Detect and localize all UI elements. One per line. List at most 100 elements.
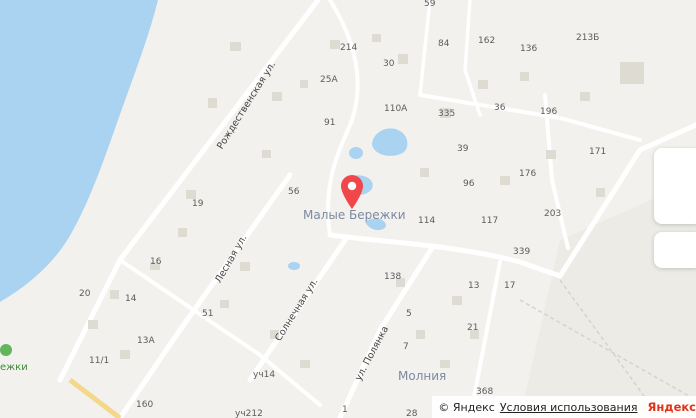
house-number: 196 xyxy=(540,107,558,117)
pond-north xyxy=(372,128,408,156)
road-south xyxy=(468,260,502,418)
pond-small xyxy=(349,147,363,159)
house-number: 91 xyxy=(324,118,336,128)
house-number: 51 xyxy=(202,309,214,319)
house-number: 110А xyxy=(384,104,408,114)
house-number: 160 xyxy=(136,400,154,410)
building xyxy=(620,62,644,84)
house-number: 19 xyxy=(192,199,204,209)
building xyxy=(416,330,425,339)
attribution-bar: © Яндекс Условия использования Яндекс xyxy=(432,396,696,418)
house-number: 14 xyxy=(125,294,137,304)
road-north xyxy=(326,0,360,237)
house-number: 96 xyxy=(463,179,475,189)
lake-water xyxy=(0,0,158,302)
house-number: 36 xyxy=(494,103,506,113)
road-solnechnaya xyxy=(247,237,348,383)
house-number: 136 xyxy=(520,44,538,54)
place-label-left: ежки xyxy=(0,362,28,373)
house-number: 162 xyxy=(478,36,496,46)
zoom-control-button[interactable] xyxy=(654,148,696,224)
building xyxy=(470,330,479,339)
house-number: 214 xyxy=(340,43,358,53)
building xyxy=(88,320,98,329)
building xyxy=(398,54,408,64)
copyright-text: © Яндекс xyxy=(438,400,495,414)
house-number: 17 xyxy=(504,281,516,291)
building xyxy=(440,108,451,118)
path-field-1 xyxy=(519,299,696,401)
building xyxy=(396,278,405,287)
house-number: 171 xyxy=(589,147,607,157)
house-number: 213Б xyxy=(576,33,600,43)
building xyxy=(372,34,381,42)
terms-link[interactable]: Условия использования xyxy=(499,400,638,414)
road-bottom-yellow xyxy=(68,378,122,418)
building xyxy=(596,188,605,197)
building xyxy=(230,42,241,51)
house-number: уч212 xyxy=(235,409,263,418)
building xyxy=(452,296,462,305)
pond-tiny xyxy=(288,262,300,270)
building xyxy=(262,150,271,158)
road-vertical-east xyxy=(543,93,570,250)
building xyxy=(110,290,119,299)
park-dot xyxy=(0,344,12,356)
house-number: 5 xyxy=(406,309,412,319)
building xyxy=(520,72,529,81)
building xyxy=(420,168,429,177)
building xyxy=(120,350,130,359)
house-number: 13А xyxy=(137,336,155,346)
house-number: 21 xyxy=(467,323,479,333)
road-lesnaya xyxy=(117,172,293,418)
house-number: 30 xyxy=(383,59,395,69)
building xyxy=(330,40,340,49)
house-number: 114 xyxy=(418,216,436,226)
road-polyanka xyxy=(337,245,435,418)
house-number: 84 xyxy=(438,39,450,49)
house-number: 7 xyxy=(403,342,409,352)
building xyxy=(500,176,510,185)
house-number: 11/1 xyxy=(89,356,110,366)
building xyxy=(272,92,282,101)
house-number: 25А xyxy=(320,75,338,85)
building xyxy=(580,92,590,101)
house-number: уч14 xyxy=(253,370,276,380)
location-control-button[interactable] xyxy=(654,232,696,268)
location-pin-icon[interactable] xyxy=(339,174,365,210)
house-number: 39 xyxy=(457,144,469,154)
house-number: 16 xyxy=(150,257,162,267)
place-label: Малые Бережки xyxy=(303,208,406,222)
house-number: 28 xyxy=(406,409,418,418)
building xyxy=(208,98,217,108)
road-top-east xyxy=(418,93,642,142)
house-number: 203 xyxy=(544,209,562,219)
house-number: 56 xyxy=(288,187,300,197)
building xyxy=(186,190,196,199)
building xyxy=(478,80,488,89)
building xyxy=(300,360,310,368)
building xyxy=(440,360,450,368)
house-number: 176 xyxy=(519,169,537,179)
house-number: 138 xyxy=(384,272,402,282)
road-west-bottom xyxy=(118,258,322,407)
house-number: 335 xyxy=(438,109,456,119)
building xyxy=(300,80,308,88)
yandex-logo[interactable]: Яндекс xyxy=(647,400,696,414)
building xyxy=(150,262,160,270)
house-number: 368 xyxy=(476,387,494,397)
building xyxy=(178,228,187,237)
pond-lower xyxy=(365,218,386,231)
place-label-molniya: Молния xyxy=(398,369,447,383)
building xyxy=(546,150,556,159)
house-number: 339 xyxy=(513,247,531,257)
building xyxy=(270,330,279,339)
building xyxy=(240,262,250,271)
house-number: 59 xyxy=(424,0,436,9)
road-top-left xyxy=(418,0,432,97)
road-east xyxy=(557,122,696,279)
road-central xyxy=(327,232,563,279)
path-field-2 xyxy=(559,279,661,418)
